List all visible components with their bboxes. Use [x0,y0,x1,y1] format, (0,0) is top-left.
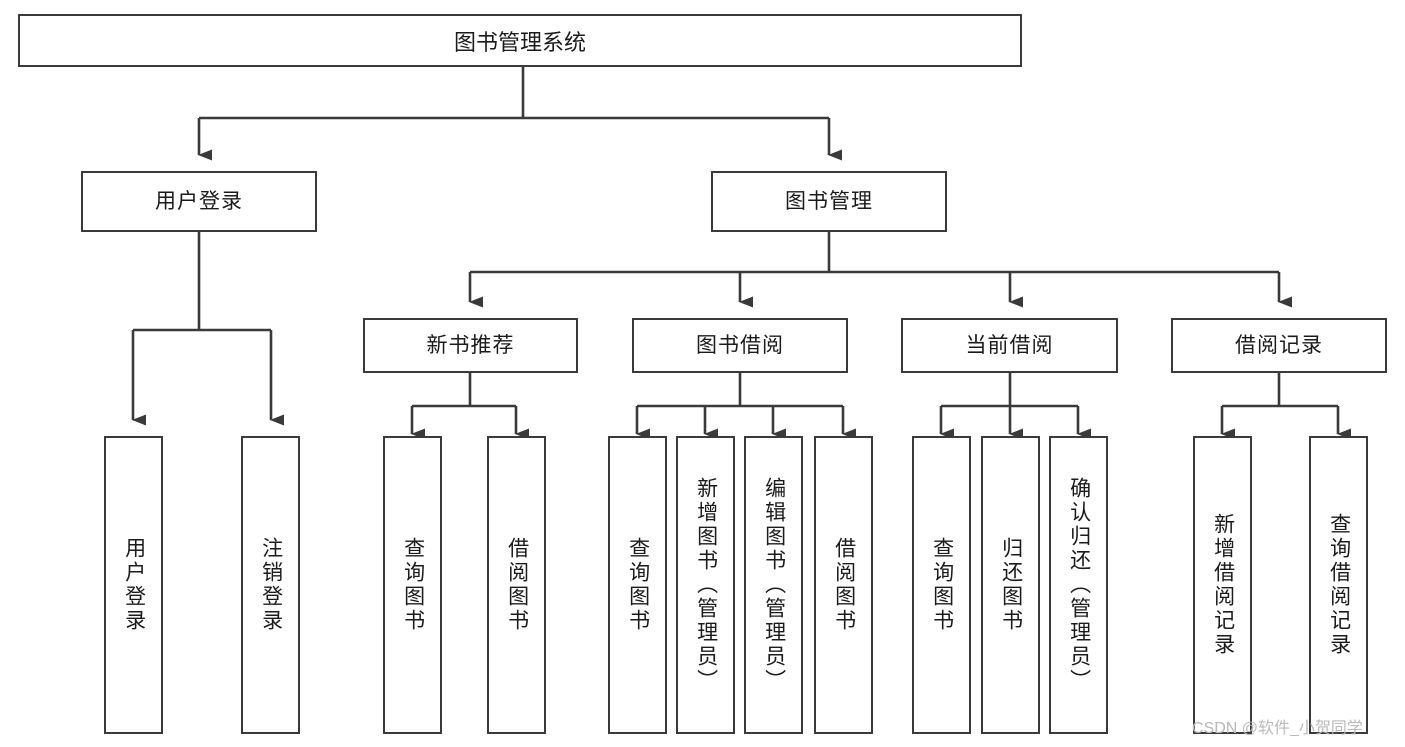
leaf-recommend-borrow-book[interactable]: 借阅图书 [487,436,546,734]
node-book-management[interactable]: 图书管理 [711,171,947,232]
leaf-user-logout[interactable]: 注销登录 [241,436,300,734]
node-label: 查询图书 [626,537,650,633]
node-label: 图书管理系统 [453,29,586,55]
node-label: 借阅图书 [505,537,529,633]
node-label: 借阅记录 [1235,333,1323,357]
leaf-record-query-borrow-record[interactable]: 查询借阅记录 [1309,436,1368,734]
leaf-borrow-borrow-book[interactable]: 借阅图书 [814,436,873,734]
node-label: 图书管理 [785,189,873,213]
leaf-record-add-borrow-record[interactable]: 新增借阅记录 [1193,436,1252,734]
leaf-user-login[interactable]: 用户登录 [104,436,163,734]
node-label: 借阅图书 [832,537,856,633]
node-label: 查询借阅记录 [1327,513,1351,657]
node-label: 注销登录 [259,537,283,633]
leaf-current-return-book[interactable]: 归还图书 [981,436,1040,734]
node-label: 查询图书 [401,537,425,633]
node-new-book-recommend[interactable]: 新书推荐 [363,318,578,373]
node-label: 确认归还（管理员） [1067,477,1091,693]
node-label: 当前借阅 [965,333,1054,357]
node-root-system[interactable]: 图书管理系统 [18,14,1022,67]
node-label: 新增借阅记录 [1211,513,1235,657]
node-book-borrow[interactable]: 图书借阅 [632,318,848,373]
leaf-recommend-query-book[interactable]: 查询图书 [383,436,442,734]
node-borrow-record[interactable]: 借阅记录 [1171,318,1387,373]
node-user-login[interactable]: 用户登录 [81,171,317,232]
node-label: 编辑图书（管理员） [762,477,786,693]
leaf-current-confirm-return-admin[interactable]: 确认归还（管理员） [1049,436,1108,734]
node-label: 用户登录 [122,537,146,633]
node-current-borrow[interactable]: 当前借阅 [901,318,1118,373]
node-label: 图书借阅 [696,333,784,357]
csdn-watermark: CSDN @软件_小贺同学 [1192,720,1363,737]
node-label: 用户登录 [155,189,243,213]
leaf-current-query-book[interactable]: 查询图书 [912,436,971,734]
leaf-borrow-add-book-admin[interactable]: 新增图书（管理员） [676,436,735,734]
node-label: 新增图书（管理员） [694,477,718,693]
leaf-borrow-query-book[interactable]: 查询图书 [608,436,667,734]
node-label: 归还图书 [999,537,1023,633]
node-label: 查询图书 [930,537,954,633]
node-label: 新书推荐 [426,333,515,357]
leaf-borrow-edit-book-admin[interactable]: 编辑图书（管理员） [744,436,803,734]
